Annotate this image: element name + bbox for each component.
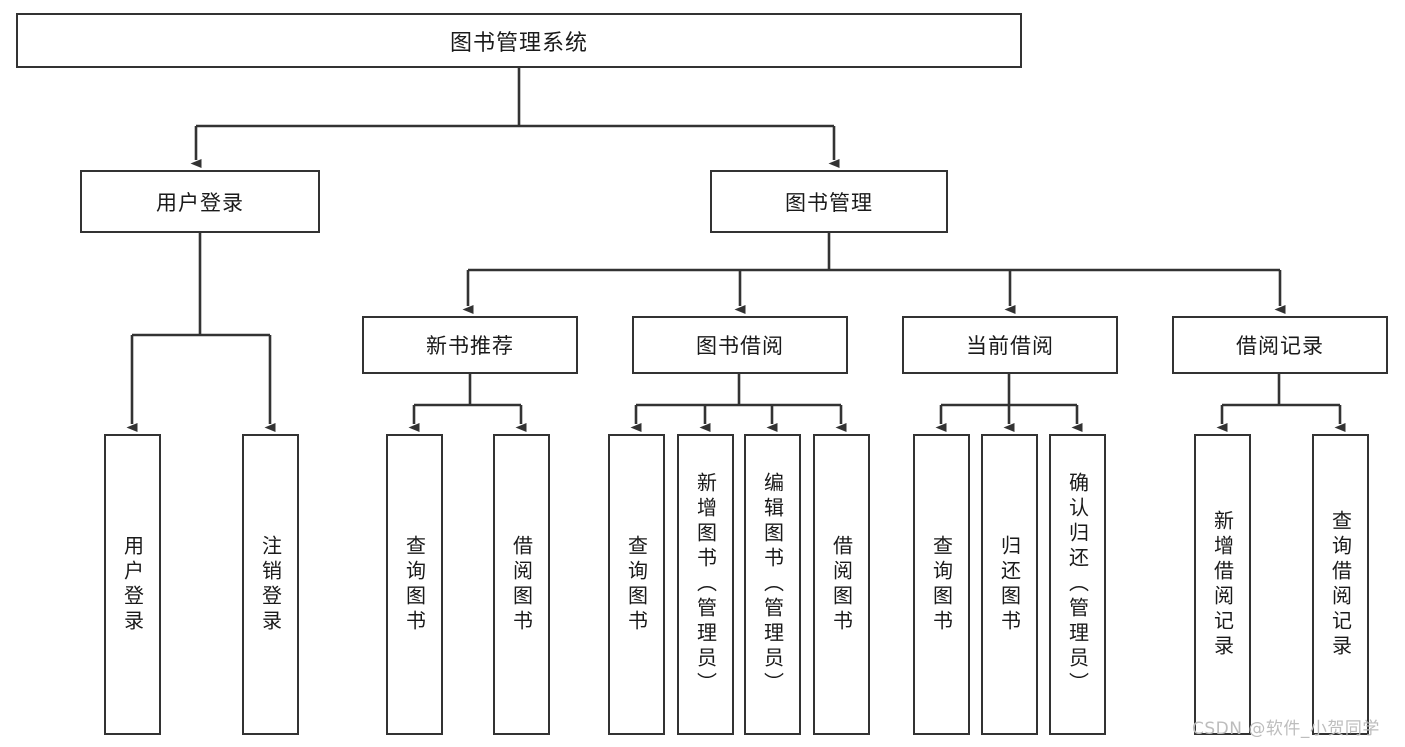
node-leaf-query-record-label: 查询借阅记录: [1328, 509, 1353, 660]
node-book-manage-label: 图书管理: [785, 190, 873, 215]
node-book-manage[interactable]: 图书管理: [710, 170, 948, 233]
node-leaf-add-book-label: 新增图书（管理员）: [693, 472, 718, 697]
watermark: CSDN @软件_小贺同学: [1192, 719, 1380, 739]
node-leaf-add-book[interactable]: 新增图书（管理员）: [677, 434, 734, 735]
node-user-login-label: 用户登录: [156, 190, 244, 215]
node-book-borrow-label: 图书借阅: [696, 334, 784, 358]
node-leaf-query-book-b-label: 查询图书: [624, 534, 649, 635]
node-leaf-borrow-book-a-label: 借阅图书: [509, 534, 534, 635]
node-leaf-return-book-label: 归还图书: [997, 534, 1022, 635]
node-leaf-edit-book-label: 编辑图书（管理员）: [760, 472, 785, 697]
node-leaf-return-book[interactable]: 归还图书: [981, 434, 1038, 735]
node-root[interactable]: 图书管理系统: [16, 13, 1022, 68]
node-leaf-query-book-b[interactable]: 查询图书: [608, 434, 665, 735]
node-leaf-query-book-c[interactable]: 查询图书: [913, 434, 970, 735]
node-current-borrow[interactable]: 当前借阅: [902, 316, 1118, 374]
node-leaf-confirm-return-label: 确认归还（管理员）: [1065, 472, 1090, 697]
node-leaf-logout-label: 注销登录: [258, 534, 283, 635]
node-leaf-user-login-label: 用户登录: [120, 534, 145, 635]
node-current-borrow-label: 当前借阅: [966, 334, 1054, 358]
node-leaf-add-record[interactable]: 新增借阅记录: [1194, 434, 1251, 735]
node-leaf-borrow-book-b-label: 借阅图书: [829, 534, 854, 635]
node-leaf-borrow-book-b[interactable]: 借阅图书: [813, 434, 870, 735]
node-leaf-confirm-return[interactable]: 确认归还（管理员）: [1049, 434, 1106, 735]
node-leaf-user-login[interactable]: 用户登录: [104, 434, 161, 735]
node-book-borrow[interactable]: 图书借阅: [632, 316, 848, 374]
node-new-book-recommend-label: 新书推荐: [426, 334, 514, 358]
node-leaf-add-record-label: 新增借阅记录: [1210, 509, 1235, 660]
node-user-login[interactable]: 用户登录: [80, 170, 320, 233]
node-leaf-logout[interactable]: 注销登录: [242, 434, 299, 735]
node-leaf-query-book-a[interactable]: 查询图书: [386, 434, 443, 735]
node-borrow-record[interactable]: 借阅记录: [1172, 316, 1388, 374]
node-leaf-edit-book[interactable]: 编辑图书（管理员）: [744, 434, 801, 735]
node-leaf-query-record[interactable]: 查询借阅记录: [1312, 434, 1369, 735]
node-leaf-borrow-book-a[interactable]: 借阅图书: [493, 434, 550, 735]
node-leaf-query-book-a-label: 查询图书: [402, 534, 427, 635]
node-root-label: 图书管理系统: [449, 30, 588, 56]
node-leaf-query-book-c-label: 查询图书: [929, 534, 954, 635]
node-new-book-recommend[interactable]: 新书推荐: [362, 316, 578, 374]
node-borrow-record-label: 借阅记录: [1236, 334, 1324, 358]
